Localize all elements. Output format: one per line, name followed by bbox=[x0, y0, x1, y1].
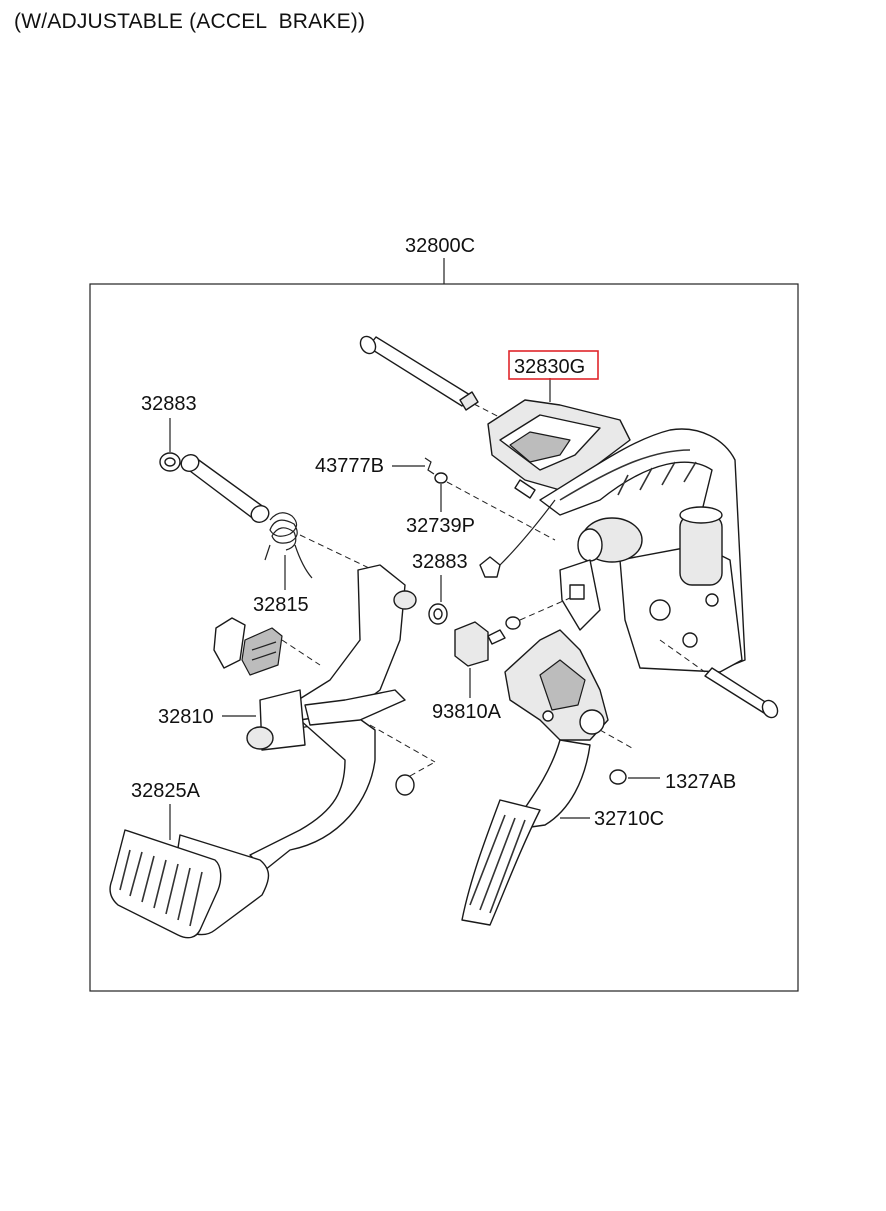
pedal-bracket-drawing bbox=[479, 399, 746, 673]
pivot-sleeve-drawing bbox=[180, 454, 270, 523]
clip-43777B-drawing bbox=[424, 457, 435, 475]
pivot-bolt-drawing bbox=[359, 335, 479, 411]
brake-pedal-pad-drawing bbox=[109, 829, 270, 939]
label-32739P[interactable]: 32739P bbox=[406, 515, 475, 537]
bushing-32883-b-drawing bbox=[428, 603, 448, 625]
stop-lamp-switch-drawing bbox=[454, 621, 506, 667]
label-32825A[interactable]: 32825A bbox=[131, 780, 201, 802]
accel-pedal-module-drawing bbox=[461, 629, 609, 926]
highlight-box-32830G bbox=[508, 350, 599, 380]
label-32815[interactable]: 32815 bbox=[253, 594, 309, 616]
return-spring-drawing bbox=[264, 512, 313, 579]
label-32710C[interactable]: 32710C bbox=[594, 808, 664, 830]
page-title: (W/ADJUSTABLE (ACCEL BRAKE)) bbox=[14, 10, 366, 33]
label-32883-top[interactable]: 32883 bbox=[141, 393, 197, 415]
label-1327AB[interactable]: 1327AB bbox=[665, 771, 736, 793]
label-32830G[interactable]: 32830G bbox=[514, 356, 585, 378]
bushing-small-drawing bbox=[395, 774, 415, 796]
label-93810A[interactable]: 93810A bbox=[432, 701, 502, 723]
lower-bolt-drawing bbox=[704, 667, 779, 719]
switch-connector-drawing bbox=[213, 617, 283, 676]
nut-drawing bbox=[505, 616, 521, 630]
label-32810[interactable]: 32810 bbox=[158, 706, 214, 728]
nut-1327AB-drawing bbox=[609, 769, 627, 785]
washer-32739P-drawing bbox=[434, 472, 448, 484]
label-32800C[interactable]: 32800C bbox=[405, 235, 475, 257]
brake-pedal-arm-drawing bbox=[246, 564, 417, 871]
bushing-32883-a-drawing bbox=[159, 452, 181, 472]
label-32883-mid[interactable]: 32883 bbox=[412, 551, 468, 573]
label-43777B[interactable]: 43777B bbox=[315, 455, 384, 477]
